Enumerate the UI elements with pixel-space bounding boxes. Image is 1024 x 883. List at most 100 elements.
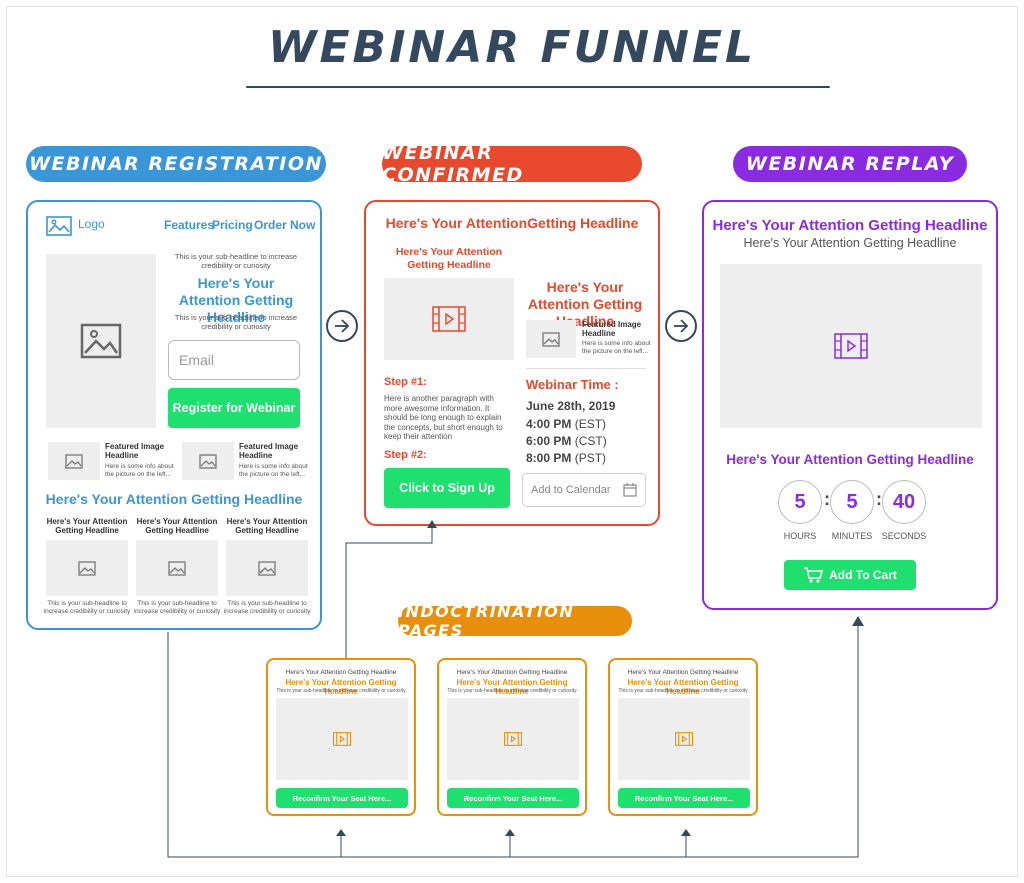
replay-headline-2: Here's Your Attention Getting Headline [726, 452, 974, 467]
arrow-right-icon [674, 319, 689, 333]
pill-confirmed: WEBINAR CONFIRMED [382, 142, 642, 186]
indoctrination-card-2: Here's Your Attention Getting Headline H… [437, 658, 587, 816]
flow-arrow-1 [326, 310, 358, 342]
featured-image-placeholder-1 [48, 442, 100, 480]
column-image-3 [226, 540, 308, 596]
flow-arrow-2 [665, 310, 697, 342]
replay-subheadline: Here's Your Attention Getting Headline [743, 236, 957, 250]
video-headline: Here's Your Attention Getting Headline [395, 246, 503, 272]
pill-registration: WEBINAR REGISTRATION [26, 146, 326, 182]
timer-hours-label: HOURS [783, 531, 817, 541]
featured-text-2: Here is some info about the picture on t… [239, 463, 308, 478]
timer-minutes: 5 [830, 480, 874, 524]
video-icon [675, 732, 693, 746]
column-image-1 [46, 540, 128, 596]
step-1-label: Step #1: [384, 376, 427, 388]
indoc-headline: Here's Your Attention Getting Headline [456, 678, 568, 696]
replay-video-placeholder [720, 264, 982, 428]
video-icon [834, 333, 868, 359]
timer-seconds: 40 [882, 480, 926, 524]
indoc-pre-headline: Here's Your Attention Getting Headline [627, 669, 739, 676]
column-text-3: This is your sub-headline to increase cr… [223, 600, 311, 615]
calendar-label: Add to Calendar [531, 484, 611, 496]
title-underline [246, 86, 830, 88]
featured-image-placeholder-2 [182, 442, 234, 480]
timer-seconds-label: SECONDS [881, 531, 927, 541]
image-icon [80, 323, 122, 359]
indoc-pre-headline: Here's Your Attention Getting Headline [285, 669, 397, 676]
column-image-2 [136, 540, 218, 596]
image-icon [258, 560, 276, 576]
reconfirm-button[interactable]: Reconfirm Your Seat Here... [447, 788, 579, 808]
arrow-up-icon [681, 829, 691, 836]
divider [526, 368, 646, 369]
featured-image-placeholder [526, 320, 576, 358]
featured-title-1: Featured Image Headline [105, 442, 165, 461]
indoc-headline: Here's Your Attention Getting Headline [285, 678, 397, 696]
time-row-3: 8:00 PM (PST) [526, 451, 607, 465]
calendar-icon [623, 483, 637, 497]
time-row-1: 4:00 PM (EST) [526, 417, 607, 431]
image-icon [168, 560, 186, 576]
add-to-cart-label: Add To Cart [829, 568, 897, 582]
indoc-headline: Here's Your Attention Getting Headline [627, 678, 739, 696]
arrow-up-icon [427, 520, 437, 528]
webinar-time-label: Webinar Time : [526, 377, 619, 392]
sub-headline-top: This is your sub-headline to increase cr… [174, 252, 298, 270]
indoctrination-card-1: Here's Your Attention Getting Headline H… [266, 658, 416, 816]
pill-replay: WEBINAR REPLAY [733, 146, 967, 182]
timer-hours: 5 [778, 480, 822, 524]
video-icon [333, 732, 351, 746]
confirmed-headline: Here's Your AttentionGetting Headline [385, 215, 639, 231]
arrow-up-icon [336, 829, 346, 836]
featured-title: Featured Image Headline [582, 320, 642, 339]
column-title-2: Here's Your Attention Getting Headline [136, 517, 218, 536]
registration-page-card: Logo Features Pricing Order Now This is … [26, 200, 322, 630]
indoc-sub: This is your sub-headline to increase cr… [276, 688, 406, 694]
add-to-calendar-field[interactable]: Add to Calendar [522, 473, 646, 507]
cart-icon [804, 567, 824, 583]
confirmed-page-card: Here's Your AttentionGetting Headline He… [364, 200, 660, 526]
featured-title-2: Featured Image Headline [239, 442, 299, 461]
arrow-up-icon [852, 616, 864, 626]
reconfirm-button[interactable]: Reconfirm Your Seat Here... [618, 788, 750, 808]
time-row-2: 6:00 PM (CST) [526, 434, 607, 448]
image-icon [78, 560, 96, 576]
arrow-right-icon [335, 319, 350, 333]
pill-indoctrination: INDOCTRINATION PAGES [398, 602, 632, 640]
featured-text: Here is some info about the picture on t… [582, 340, 651, 355]
step-2-label: Step #2: [384, 449, 427, 461]
featured-text-1: Here is some info about the picture on t… [105, 463, 174, 478]
image-icon [199, 453, 217, 469]
column-text-1: This is your sub-headline to increase cr… [43, 600, 131, 615]
nav-pricing[interactable]: Pricing [212, 218, 253, 232]
logo-image-icon [46, 216, 72, 241]
indoc-sub: This is your sub-headline to increase cr… [447, 688, 577, 694]
arrow-up-icon [505, 829, 515, 836]
indoc-sub: This is your sub-headline to increase cr… [618, 688, 748, 694]
replay-headline: Here's Your Attention Getting Headline [712, 217, 988, 234]
signup-button[interactable]: Click to Sign Up [384, 468, 510, 508]
hero-image-placeholder [46, 254, 156, 428]
replay-page-card: Here's Your Attention Getting Headline H… [702, 200, 998, 610]
step-1-text: Here is another paragraph with more awes… [384, 394, 503, 442]
register-button[interactable]: Register for Webinar [168, 388, 300, 428]
add-to-cart-button[interactable]: Add To Cart [784, 560, 916, 590]
indoctrination-card-3: Here's Your Attention Getting Headline H… [608, 658, 758, 816]
secondary-headline: Here's Your Attention Getting Headline [45, 491, 303, 507]
nav-features[interactable]: Features [164, 218, 215, 232]
timer-minutes-label: MINUTES [831, 531, 873, 541]
reconfirm-button[interactable]: Reconfirm Your Seat Here... [276, 788, 408, 808]
video-icon [432, 306, 466, 332]
webinar-date: June 28th, 2019 [526, 399, 616, 413]
indoc-video-placeholder [618, 698, 750, 780]
column-title-1: Here's Your Attention Getting Headline [46, 517, 128, 536]
nav-order-now[interactable]: Order Now [254, 218, 316, 232]
diagram-title: WEBINAR FUNNEL [267, 22, 757, 73]
logo-text: Logo [78, 217, 105, 231]
column-title-3: Here's Your Attention Getting Headline [226, 517, 308, 536]
email-input[interactable]: Email [168, 340, 300, 380]
hero-headline: Here's Your Attention Getting Headline [178, 275, 294, 325]
image-icon [542, 331, 560, 347]
timer-colon-1: : [824, 489, 830, 509]
